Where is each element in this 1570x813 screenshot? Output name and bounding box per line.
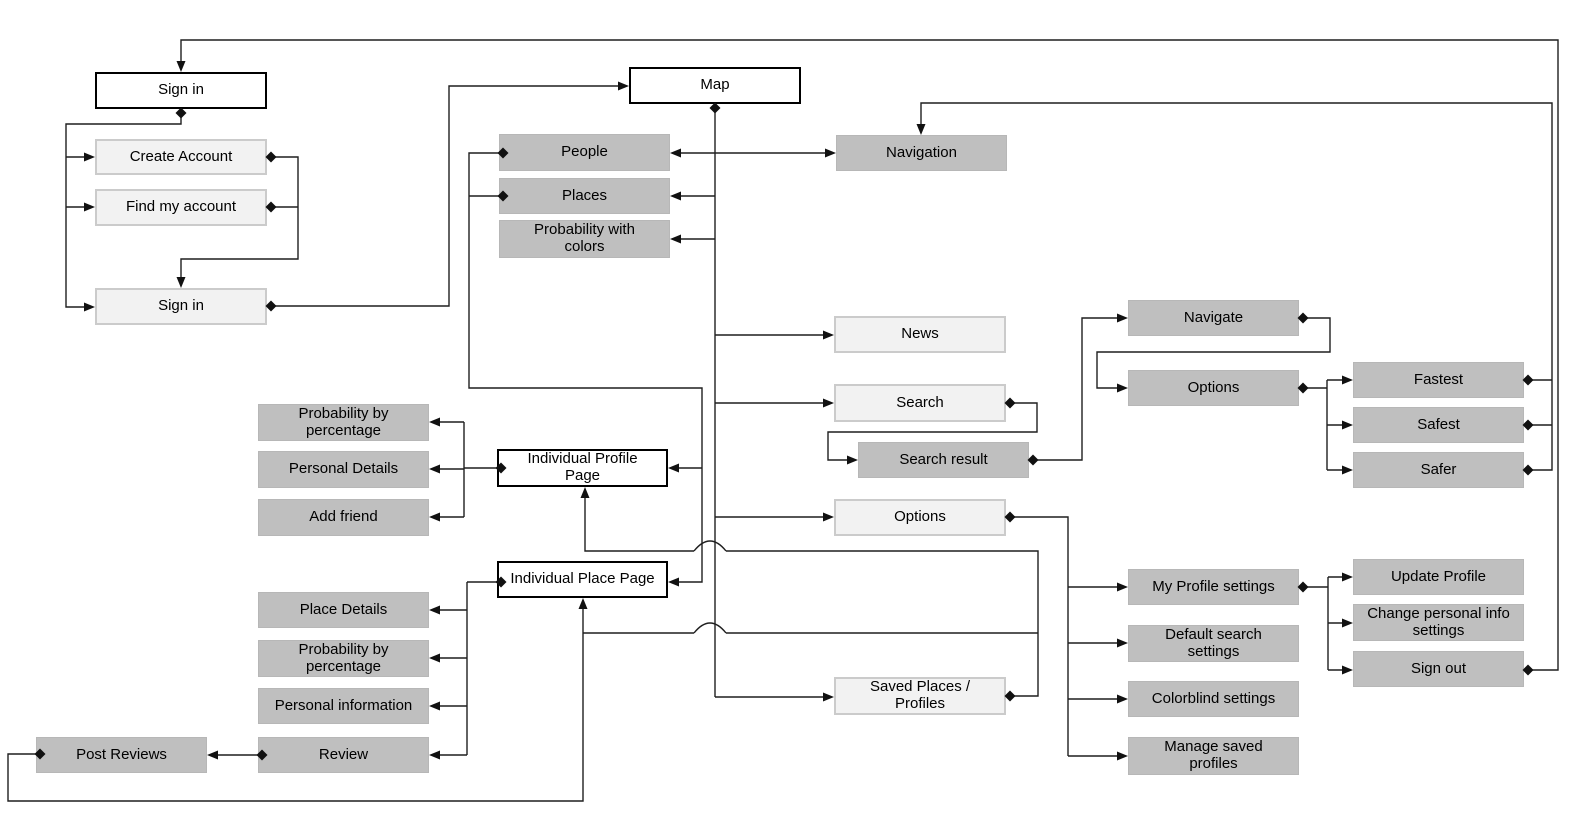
node-create-account: Create Account <box>95 139 267 175</box>
node-label: Colorblind settings <box>1151 689 1276 707</box>
node-label: Probability with colors <box>534 221 635 255</box>
node-post-reviews: Post Reviews <box>36 737 207 773</box>
node-change-personal-info-settings: Change personal info settings <box>1353 604 1524 641</box>
node-safer: Safer <box>1353 452 1524 488</box>
node-colorblind-settings: Colorblind settings <box>1128 681 1299 717</box>
node-label: Review <box>318 745 369 763</box>
node-individual-profile-page: Individual Profile Page <box>497 449 668 487</box>
node-people: People <box>499 134 670 171</box>
node-places: Places <box>499 178 670 214</box>
node-navigate: Navigate <box>1128 300 1299 336</box>
node-default-search-settings: Default search settings <box>1128 625 1299 662</box>
node-label: Navigation <box>886 143 957 161</box>
node-probability-by-percentage-place: Probability by percentage <box>258 640 429 677</box>
node-label: News <box>901 325 939 343</box>
node-label: People <box>561 143 608 161</box>
node-my-profile-settings: My Profile settings <box>1128 569 1299 605</box>
node-personal-details: Personal Details <box>258 451 429 488</box>
node-review: Review <box>258 737 429 773</box>
node-add-friend: Add friend <box>258 499 429 536</box>
node-update-profile: Update Profile <box>1353 559 1524 595</box>
node-label: Probability by percentage <box>298 640 389 675</box>
node-sign-out: Sign out <box>1353 651 1524 687</box>
node-probability-with-colors: Probability with colors <box>499 220 670 258</box>
node-label: Map <box>700 76 730 94</box>
node-label: Safest <box>1417 415 1460 433</box>
node-saved-places-profiles: Saved Places / Profiles <box>834 677 1006 715</box>
node-sign-in-top: Sign in <box>95 72 267 109</box>
node-news: News <box>834 316 1006 353</box>
node-label: Change personal info settings <box>1367 604 1510 639</box>
node-map: Map <box>629 67 801 104</box>
node-navigation: Navigation <box>836 135 1007 171</box>
node-label: Personal information <box>274 696 413 714</box>
node-label: Add friend <box>309 508 378 526</box>
node-label: Create Account <box>129 147 233 165</box>
node-safest: Safest <box>1353 407 1524 443</box>
node-label: Place Details <box>299 600 388 618</box>
node-label: Sign out <box>1410 659 1467 677</box>
node-label: Post Reviews <box>76 745 167 763</box>
node-personal-information: Personal information <box>258 688 429 724</box>
node-label: Individual Profile Page <box>527 450 638 484</box>
node-individual-place-page: Individual Place Page <box>497 561 668 598</box>
node-label: Safer <box>1420 460 1457 478</box>
node-options-route: Options <box>1128 370 1299 406</box>
node-label: Probability by percentage <box>298 404 389 439</box>
node-label: My Profile settings <box>1152 577 1275 595</box>
node-probability-by-percentage-profile: Probability by percentage <box>258 404 429 441</box>
node-label: Find my account <box>125 198 237 216</box>
node-label: Update Profile <box>1390 567 1487 585</box>
node-label: Fastest <box>1413 370 1464 388</box>
node-label: Sign in <box>158 81 204 99</box>
node-sign-in-sub: Sign in <box>95 288 267 325</box>
node-label: Default search settings <box>1165 625 1262 660</box>
node-label: Manage saved profiles <box>1164 738 1263 772</box>
node-place-details: Place Details <box>258 592 429 628</box>
node-fastest: Fastest <box>1353 362 1524 398</box>
node-label: Search <box>896 393 944 411</box>
node-label: Personal Details <box>288 460 399 478</box>
node-label: Navigate <box>1183 308 1244 326</box>
node-label: Search result <box>899 450 988 468</box>
node-search-result: Search result <box>858 442 1029 478</box>
node-find-my-account: Find my account <box>95 189 267 226</box>
node-label: Saved Places / Profiles <box>869 678 971 712</box>
node-label: Sign in <box>158 297 204 315</box>
node-search: Search <box>834 384 1006 422</box>
node-label: Options <box>894 508 946 526</box>
node-label: Individual Place Page <box>510 570 655 588</box>
node-options-main: Options <box>834 499 1006 536</box>
node-manage-saved-profiles: Manage saved profiles <box>1128 737 1299 775</box>
node-label: Options <box>1187 378 1240 396</box>
node-label: Places <box>561 186 608 204</box>
